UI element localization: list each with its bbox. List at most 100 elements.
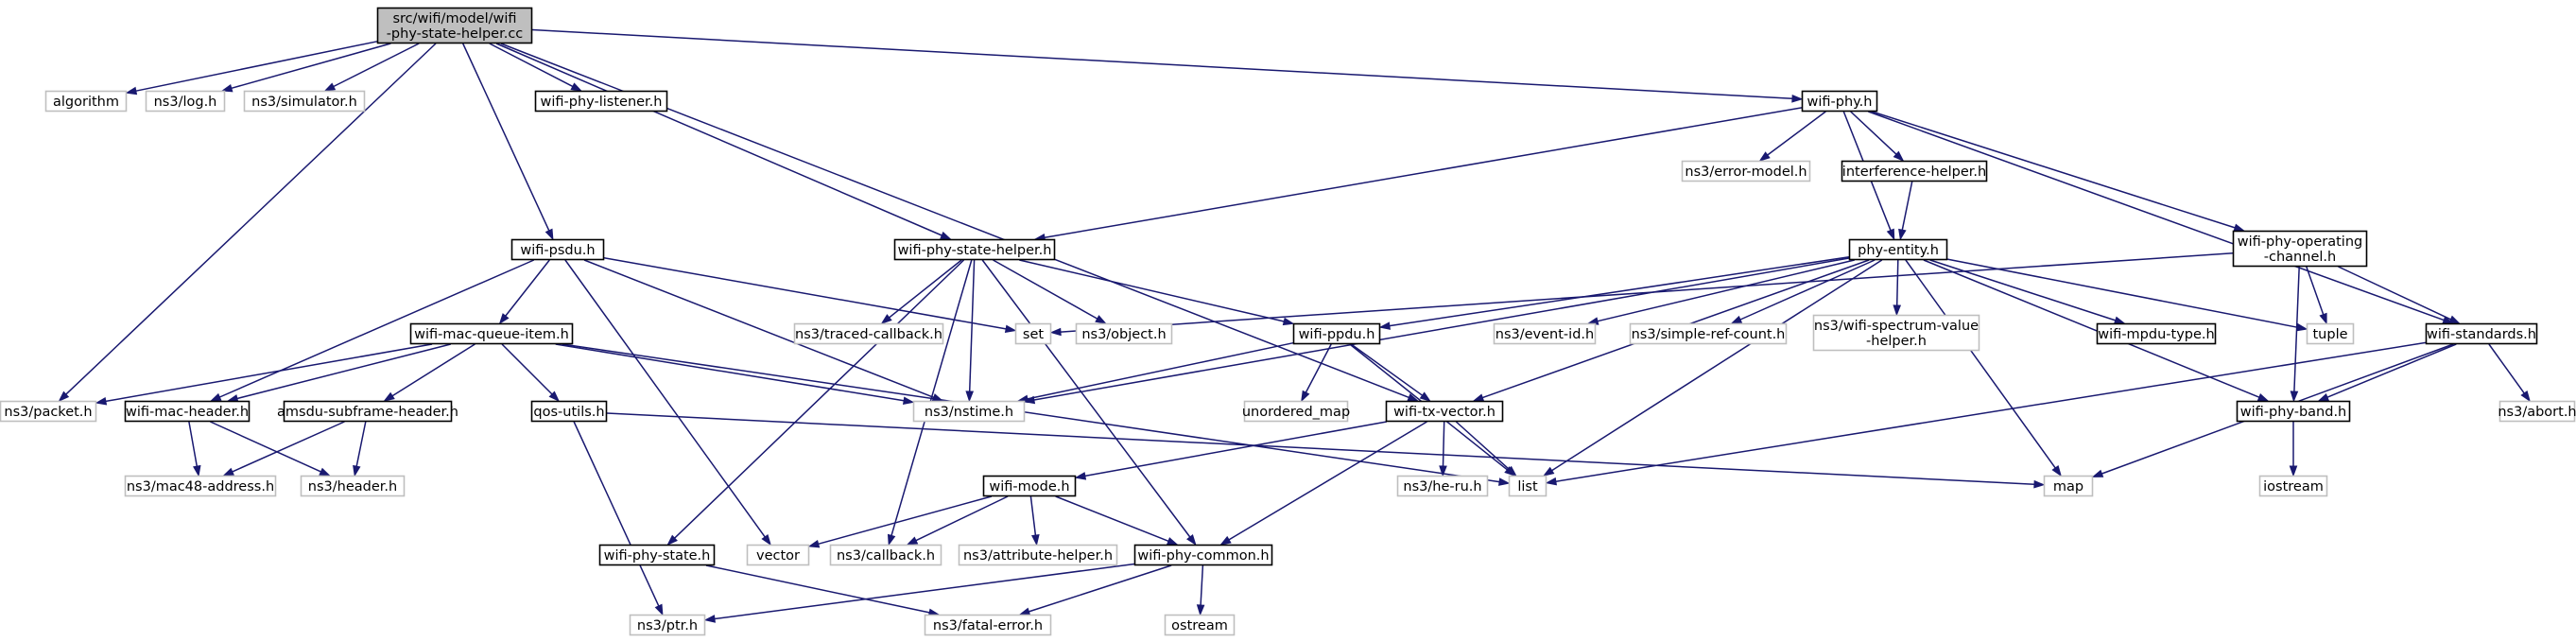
node-label: ns3/packet.h bbox=[4, 405, 92, 420]
edge-root-to-log bbox=[220, 43, 391, 93]
node-nstime[interactable]: ns3/nstime.h bbox=[912, 400, 1026, 423]
node-label: ns3/log.h bbox=[154, 95, 217, 110]
node-label: ns3/he-ru.h bbox=[1403, 479, 1481, 495]
node-mac48-address[interactable]: ns3/mac48-address.h bbox=[124, 475, 277, 497]
node-wifi-phy-state[interactable]: wifi-phy-state.h bbox=[598, 544, 716, 566]
node-he-ru[interactable]: ns3/he-ru.h bbox=[1396, 475, 1489, 497]
node-wifi-phy-state-helper[interactable]: wifi-phy-state-helper.h bbox=[893, 238, 1056, 261]
node-object[interactable]: ns3/object.h bbox=[1075, 322, 1173, 345]
node-wifi-standards[interactable]: wifi-standards.h bbox=[2425, 322, 2538, 345]
node-label: ns3/object.h bbox=[1081, 327, 1166, 342]
edge-wifi-phy-state-helper-to-object bbox=[993, 259, 1107, 324]
node-box bbox=[2425, 322, 2538, 345]
node-label: wifi-mode.h bbox=[989, 479, 1069, 495]
node-box bbox=[793, 322, 944, 345]
node-box bbox=[2096, 322, 2217, 345]
node-wifi-mac-header[interactable]: wifi-mac-header.h bbox=[124, 400, 251, 423]
node-callback[interactable]: ns3/callback.h bbox=[829, 544, 942, 566]
node-label: -helper.h bbox=[1866, 334, 1927, 349]
node-label: map bbox=[2053, 479, 2083, 495]
edge-wifi-phy-state-helper-to-traced-callback bbox=[880, 259, 962, 324]
edge-wifi-phy-operating-channel-to-wifi-standards bbox=[2338, 266, 2461, 324]
edge-phy-entity-to-map bbox=[1905, 259, 2062, 477]
node-wifi-ppdu[interactable]: wifi-ppdu.h bbox=[1292, 322, 1381, 345]
edge-wifi-phy-operating-channel-to-tuple bbox=[2306, 266, 2327, 325]
node-list[interactable]: list bbox=[1508, 475, 1547, 497]
node-ptr[interactable]: ns3/ptr.h bbox=[629, 614, 706, 636]
node-qos-utils[interactable]: qos-utils.h bbox=[530, 400, 608, 423]
node-wifi-mpdu-type[interactable]: wifi-mpdu-type.h bbox=[2096, 322, 2217, 345]
node-label: ns3/ptr.h bbox=[637, 618, 698, 633]
node-vector[interactable]: vector bbox=[746, 544, 810, 566]
node-wifi-mac-queue-item[interactable]: wifi-mac-queue-item.h bbox=[409, 322, 574, 345]
edge-wifi-psdu-to-vector bbox=[564, 259, 771, 547]
node-fatal-error[interactable]: ns3/fatal-error.h bbox=[924, 614, 1052, 636]
edge-interference-helper-to-phy-entity bbox=[1898, 181, 1913, 241]
node-simulator[interactable]: ns3/simulator.h bbox=[243, 90, 366, 113]
node-wifi-mode[interactable]: wifi-mode.h bbox=[982, 475, 1077, 497]
edge-wifi-phy-state-helper-to-wifi-phy-state bbox=[666, 259, 965, 547]
node-label: phy-entity.h bbox=[1858, 243, 1939, 258]
edge-wifi-ppdu-to-unordered-map bbox=[1301, 343, 1332, 403]
node-wifi-phy-listener[interactable]: wifi-phy-listener.h bbox=[534, 90, 668, 113]
edge-wifi-phy-state-helper-to-wifi-ppdu bbox=[1019, 259, 1295, 326]
node-box bbox=[1292, 322, 1381, 345]
node-wifi-spectrum-value-helper[interactable]: ns3/wifi-spectrum-value-helper.h bbox=[1812, 314, 1980, 352]
node-interference-helper[interactable]: interference-helper.h bbox=[1841, 160, 1988, 182]
edge-wifi-mode-to-attribute-helper bbox=[1029, 495, 1040, 547]
node-abort[interactable]: ns3/abort.h bbox=[2498, 400, 2576, 423]
node-algorithm[interactable]: algorithm bbox=[44, 90, 128, 113]
node-simple-ref-count[interactable]: ns3/simple-ref-count.h bbox=[1629, 322, 1788, 345]
node-label: wifi-psdu.h bbox=[520, 243, 595, 258]
node-box bbox=[2258, 475, 2328, 497]
node-root[interactable]: src/wifi/model/wifi-phy-state-helper.cc bbox=[376, 7, 533, 44]
node-label: wifi-phy-state-helper.h bbox=[898, 243, 1052, 258]
node-phy-entity[interactable]: phy-entity.h bbox=[1848, 238, 1948, 261]
node-error-model[interactable]: ns3/error-model.h bbox=[1681, 160, 1811, 182]
node-tuple[interactable]: tuple bbox=[2306, 322, 2355, 345]
node-wifi-tx-vector[interactable]: wifi-tx-vector.h bbox=[1385, 400, 1504, 423]
node-packet[interactable]: ns3/packet.h bbox=[0, 400, 97, 423]
node-box bbox=[243, 90, 366, 113]
node-iostream[interactable]: iostream bbox=[2258, 475, 2328, 497]
node-wifi-phy-common[interactable]: wifi-phy-common.h bbox=[1133, 544, 1273, 566]
edge-wifi-standards-to-abort bbox=[2488, 343, 2531, 403]
edge-wifi-tx-vector-to-wifi-phy-common bbox=[1219, 421, 1427, 546]
edge-root-to-wifi-psdu bbox=[462, 43, 554, 241]
edge-phy-entity-to-list bbox=[1542, 259, 1883, 477]
node-wifi-phy-operating-channel[interactable]: wifi-phy-operating-channel.h bbox=[2232, 230, 2368, 268]
node-unordered-map[interactable]: unordered_map bbox=[1242, 400, 1350, 423]
node-wifi-phy[interactable]: wifi-phy.h bbox=[1801, 90, 1878, 113]
edge-wifi-tx-vector-to-wifi-mode bbox=[1074, 421, 1388, 480]
node-log[interactable]: ns3/log.h bbox=[145, 90, 226, 113]
node-header[interactable]: ns3/header.h bbox=[300, 475, 406, 497]
edge-wifi-phy-to-interference-helper bbox=[1850, 111, 1905, 163]
edge-root-to-packet bbox=[58, 43, 437, 403]
node-set[interactable]: set bbox=[1014, 322, 1052, 345]
node-wifi-psdu[interactable]: wifi-psdu.h bbox=[510, 238, 605, 261]
node-attribute-helper[interactable]: ns3/attribute-helper.h bbox=[958, 544, 1118, 566]
node-label: iostream bbox=[2263, 479, 2324, 495]
node-box bbox=[124, 475, 277, 497]
edge-wifi-psdu-to-wifi-mac-header bbox=[209, 259, 535, 402]
node-traced-callback[interactable]: ns3/traced-callback.h bbox=[793, 322, 944, 345]
node-box bbox=[145, 90, 226, 113]
node-map[interactable]: map bbox=[2043, 475, 2094, 497]
node-label: wifi-phy-operating bbox=[2238, 234, 2362, 250]
node-ostream[interactable]: ostream bbox=[1164, 614, 1236, 636]
node-label: -phy-state-helper.cc bbox=[387, 26, 524, 42]
node-box bbox=[283, 400, 453, 423]
node-box bbox=[124, 400, 251, 423]
node-amsdu-subframe-header[interactable]: amsdu-subframe-header.h bbox=[277, 400, 458, 423]
node-box bbox=[1243, 400, 1349, 423]
node-box bbox=[2232, 230, 2368, 268]
edge-wifi-phy-common-to-fatal-error bbox=[1018, 564, 1172, 616]
edge-wifi-tx-vector-to-list bbox=[1455, 421, 1517, 477]
edge-wifi-phy-operating-channel-to-set bbox=[1049, 252, 2234, 337]
node-wifi-phy-band[interactable]: wifi-phy-band.h bbox=[2236, 400, 2351, 423]
node-label: tuple bbox=[2312, 327, 2347, 342]
node-box bbox=[2306, 322, 2355, 345]
node-label: -channel.h bbox=[2264, 250, 2336, 265]
node-event-id[interactable]: ns3/event-id.h bbox=[1493, 322, 1597, 345]
